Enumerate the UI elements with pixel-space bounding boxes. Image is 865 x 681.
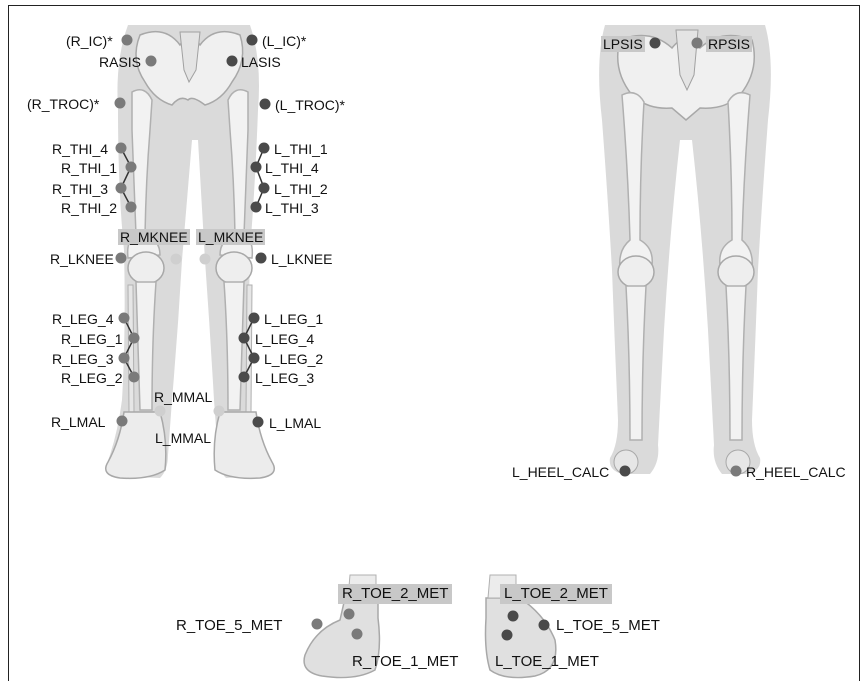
l-leg-4-marker — [239, 333, 250, 344]
anterior-view — [106, 25, 275, 478]
label-l-mmal: L_MMAL — [155, 430, 211, 446]
label-l-lmal: L_LMAL — [269, 415, 321, 431]
label-rasis: RASIS — [99, 54, 141, 70]
l-mmal-marker — [214, 406, 225, 417]
label-r-leg-3: R_LEG_3 — [52, 351, 113, 367]
label-r-mmal: R_MMAL — [154, 389, 212, 405]
l-lknee-marker — [256, 253, 267, 264]
l-toe-1-met-marker — [502, 630, 513, 641]
label-lasis: LASIS — [241, 54, 281, 70]
l-mknee-marker — [200, 254, 211, 265]
l-ic-marker — [247, 35, 258, 46]
l-thigh-cluster-lines — [256, 148, 264, 207]
r-leg-3-marker — [119, 353, 130, 364]
l-leg-3-marker — [239, 372, 250, 383]
l-lmal-marker — [253, 417, 264, 428]
posterior-right-knee — [718, 256, 754, 288]
label-l-leg-2: L_LEG_2 — [264, 351, 323, 367]
label-l-toe-2-met: L_TOE_2_MET — [500, 584, 612, 604]
posterior-left-knee — [618, 256, 654, 288]
r-thi-3-marker — [116, 183, 127, 194]
label-l-mknee: L_MKNEE — [196, 229, 265, 245]
label-r-thi-2: R_THI_2 — [61, 200, 117, 216]
r-lmal-marker — [117, 416, 128, 427]
r-toe-5-met-marker — [312, 619, 323, 630]
r-leg-4-marker — [119, 313, 130, 324]
l-thi-2-marker — [259, 183, 270, 194]
r-leg-2-marker — [129, 372, 140, 383]
label-r-heel-calc: R_HEEL_CALC — [746, 464, 846, 480]
lpsis-marker — [650, 38, 661, 49]
label-l-leg-1: L_LEG_1 — [264, 311, 323, 327]
label-l-heel-calc: L_HEEL_CALC — [512, 464, 609, 480]
label-r-toe-5-met: R_TOE_5_MET — [176, 618, 282, 634]
l-leg-1-marker — [249, 313, 260, 324]
r-troc-marker — [115, 98, 126, 109]
l-heel-calc-marker — [620, 466, 631, 477]
label-l-toe-5-met: L_TOE_5_MET — [556, 618, 660, 634]
label-l-toe-1-met: L_TOE_1_MET — [495, 654, 599, 670]
label-lpsis: LPSIS — [601, 36, 645, 52]
label-l-leg-3: L_LEG_3 — [255, 370, 314, 386]
label-l-leg-4: L_LEG_4 — [255, 331, 314, 347]
l-toe-2-met-marker — [508, 611, 519, 622]
right-knee — [128, 252, 164, 284]
l-leg-2-marker — [249, 353, 260, 364]
label-r-leg-2: R_LEG_2 — [61, 370, 122, 386]
label-l-thi-2: L_THI_2 — [274, 181, 328, 197]
label-r-ic: (R_IC)* — [66, 33, 113, 49]
r-thi-4-marker — [116, 143, 127, 154]
label-r-leg-4: R_LEG_4 — [52, 311, 113, 327]
r-mknee-marker — [171, 254, 182, 265]
label-l-troc: (L_TROC)* — [275, 97, 345, 113]
label-r-troc: (R_TROC)* — [27, 96, 99, 112]
label-r-mknee: R_MKNEE — [118, 229, 190, 245]
r-lknee-marker — [116, 253, 127, 264]
label-rpsis: RPSIS — [706, 36, 752, 52]
label-r-lmal: R_LMAL — [51, 414, 105, 430]
r-mmal-marker — [155, 406, 166, 417]
lasis-marker — [227, 56, 238, 67]
r-toe-1-met-marker — [352, 629, 363, 640]
r-heel-calc-marker — [731, 466, 742, 477]
label-r-toe-2-met: R_TOE_2_MET — [338, 584, 452, 604]
l-thi-3-marker — [251, 202, 262, 213]
label-l-ic: (L_IC)* — [262, 33, 306, 49]
r-toe-2-met-marker — [344, 609, 355, 620]
r-ic-marker — [122, 35, 133, 46]
label-r-toe-1-met: R_TOE_1_MET — [352, 654, 458, 670]
label-l-thi-1: L_THI_1 — [274, 141, 328, 157]
label-r-leg-1: R_LEG_1 — [61, 331, 122, 347]
r-thi-1-marker — [126, 162, 137, 173]
l-thi-4-marker — [251, 162, 262, 173]
label-l-thi-3: L_THI_3 — [265, 200, 319, 216]
l-troc-marker — [260, 99, 271, 110]
l-toe-5-met-marker — [539, 620, 550, 631]
label-l-lknee: L_LKNEE — [271, 251, 332, 267]
rpsis-marker — [692, 38, 703, 49]
l-thi-1-marker — [259, 143, 270, 154]
label-r-lknee: R_LKNEE — [50, 251, 114, 267]
label-r-thi-3: R_THI_3 — [52, 181, 108, 197]
rasis-marker — [146, 56, 157, 67]
left-foot — [214, 412, 274, 478]
r-leg-1-marker — [129, 333, 140, 344]
label-l-thi-4: L_THI_4 — [265, 160, 319, 176]
left-knee — [216, 252, 252, 284]
posterior-view — [599, 25, 771, 477]
label-r-thi-1: R_THI_1 — [61, 160, 117, 176]
label-r-thi-4: R_THI_4 — [52, 141, 108, 157]
r-thi-2-marker — [126, 202, 137, 213]
